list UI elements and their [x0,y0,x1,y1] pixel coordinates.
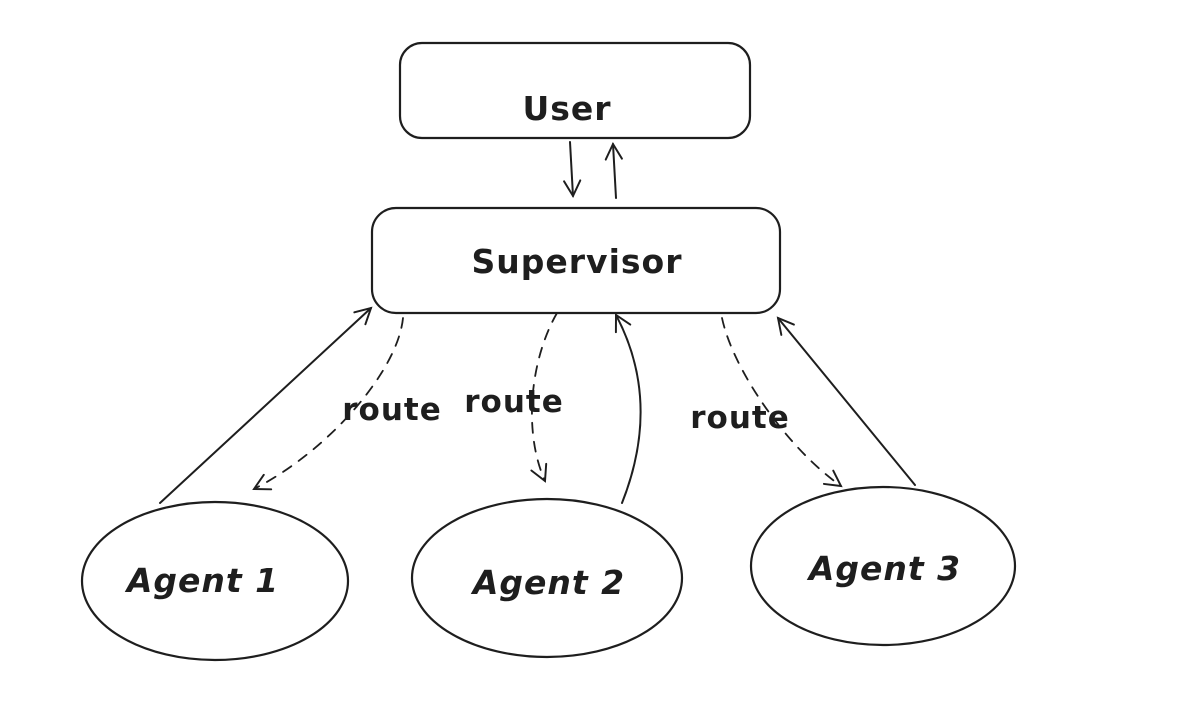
user-node-shape [398,41,752,140]
supervisor-node-shape [370,206,782,315]
arrow-user-to-supervisor [563,141,582,199]
agent-3-node-label: Agent 3 [806,549,961,588]
agent-2-node-shape [410,497,684,659]
agent-1-node-shape [80,500,350,662]
arrow-agent-1-to-supervisor [159,306,373,504]
route-label-agent-3: route [690,400,790,436]
agent-1-node-label: Agent 1 [124,561,279,600]
arrow-supervisor-to-agent-2 [530,312,558,483]
route-label-agent-2: route [464,384,564,420]
agent-1-node: Agent 1 [80,500,350,662]
arrow-supervisor-to-agent-3 [721,317,843,488]
user-node: User [398,41,752,140]
agent-2-node-label: Agent 2 [470,563,625,602]
arrow-supervisor-to-agent-1 [252,317,404,491]
route-label-agent-1: route [342,392,442,428]
supervisor-node: Supervisor [370,206,782,315]
user-node-label: User [522,89,611,128]
arrow-agent-2-to-supervisor [614,313,642,504]
agent-3-node: Agent 3 [749,485,1017,647]
arrow-supervisor-to-user [604,141,623,199]
agent-3-node-shape [749,485,1017,647]
arrow-agent-3-to-supervisor [776,316,916,486]
supervisor-node-label: Supervisor [472,242,683,281]
agent-2-node: Agent 2 [410,497,684,659]
